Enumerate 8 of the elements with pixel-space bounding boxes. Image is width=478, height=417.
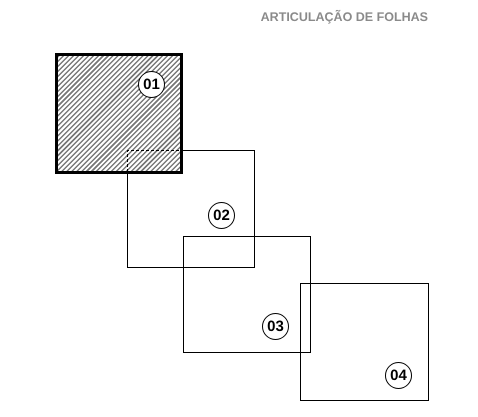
sheet-number: 01 — [138, 71, 165, 98]
sheet-box — [300, 283, 429, 401]
sheet-number: 03 — [262, 313, 289, 340]
sheet-box — [183, 236, 311, 353]
sheet-number: 02 — [208, 202, 235, 229]
sheet-number: 04 — [385, 362, 412, 389]
highlighted-sheet-box — [55, 53, 183, 174]
drawing-title: ARTICULAÇÃO DE FOLHAS — [260, 10, 428, 24]
